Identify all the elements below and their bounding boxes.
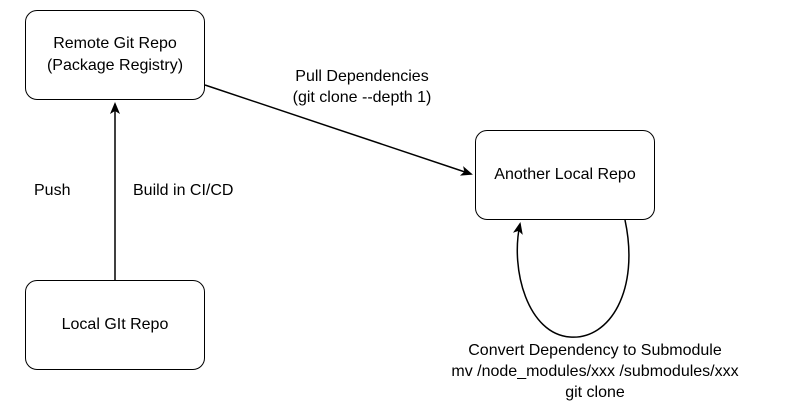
- edge-label-pull-line2: (git clone --depth 1): [292, 89, 432, 106]
- edge-label-pull: Pull Dependencies (git clone --depth 1): [262, 66, 462, 108]
- edge-another-self-loop: [512, 219, 630, 338]
- node-remote-git-repo: Remote Git Repo (Package Registry): [25, 10, 205, 100]
- edge-label-convert-line1: Convert Dependency to Submodule: [468, 342, 722, 359]
- edge-label-convert: Convert Dependency to Submodule mv /node…: [420, 340, 770, 403]
- edge-label-build: Build in CI/CD: [133, 182, 234, 199]
- edge-label-pull-line1: Pull Dependencies: [295, 68, 429, 85]
- node-another-label: Another Local Repo: [494, 166, 636, 183]
- edge-label-push: Push: [34, 182, 71, 199]
- edge-remote-to-another: [204, 84, 473, 176]
- node-local-git-repo: Local GIt Repo: [25, 280, 205, 370]
- node-remote-line2: (Package Registry): [46, 57, 184, 74]
- node-another-local-repo: Another Local Repo: [475, 130, 655, 220]
- edge-label-convert-line2: mv /node_modules/xxx /submodules/xxx: [451, 363, 739, 380]
- node-local-label: Local GIt Repo: [61, 316, 169, 333]
- edge-label-convert-line3: git clone: [565, 384, 625, 401]
- node-remote-line1: Remote Git Repo: [53, 35, 177, 52]
